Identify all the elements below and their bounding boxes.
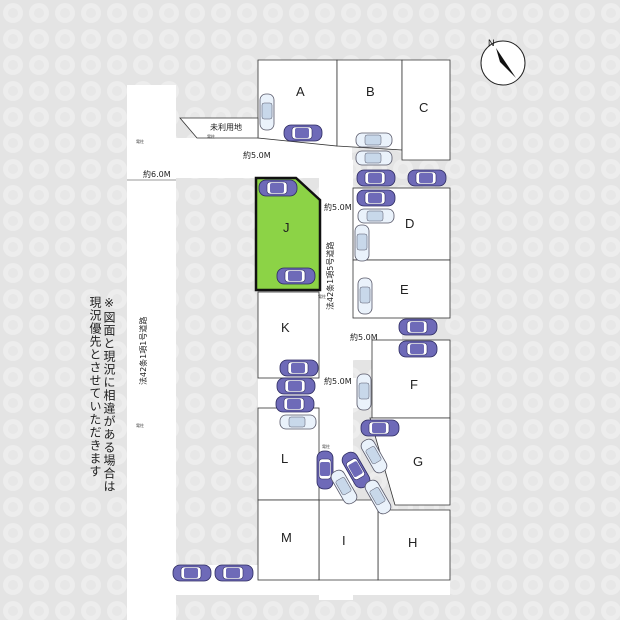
west-road	[127, 85, 176, 620]
disclaimer-line-2: 現況優先とさせていただきます	[88, 296, 102, 478]
lot-label-e: E	[400, 282, 409, 297]
south-road-width: 約5.0M	[324, 376, 352, 386]
inner-road-name: 法42条1項5号道路	[325, 242, 335, 310]
lot-label-k: K	[281, 320, 290, 335]
car-outline-icon	[357, 277, 373, 315]
west-road-name: 法42条1項1号道路	[138, 317, 148, 385]
disclaimer-line-1: ※図面と現況に相違がある場合は	[102, 296, 116, 493]
utility-pole-label: 電柱	[136, 422, 144, 428]
car-icon	[398, 318, 438, 336]
car-icon	[258, 179, 298, 197]
lot-j-highlight[interactable]	[254, 176, 322, 292]
car-icon	[283, 124, 323, 142]
lot-label-d: D	[405, 216, 414, 231]
car-outline-icon	[356, 373, 372, 411]
lot-label-j: J	[283, 220, 290, 235]
car-icon	[316, 450, 334, 490]
utility-pole-label: 電柱	[322, 443, 330, 449]
lot-labels: A B C D E F G H I J K L M	[281, 84, 428, 550]
car-icon	[275, 395, 315, 413]
car-outline-icon	[355, 150, 393, 166]
lot-label-b: B	[366, 84, 375, 99]
east-road-width: 約5.0M	[350, 332, 378, 342]
lot-label-a: A	[296, 84, 305, 99]
car-icon	[407, 169, 447, 187]
unused-land-shape	[179, 117, 259, 139]
lot-label-l: L	[281, 451, 288, 466]
lot-i-shape	[318, 499, 379, 581]
unused-land-label: 未利用地	[210, 122, 242, 132]
car-icon	[214, 564, 254, 582]
lot-label-m: M	[281, 530, 292, 545]
utility-pole-label: 電柱	[136, 138, 144, 144]
car-icon	[276, 267, 316, 285]
car-icon	[398, 340, 438, 358]
car-icon	[172, 564, 212, 582]
car-outline-icon	[355, 132, 393, 148]
lot-g-shape	[369, 417, 451, 506]
main-road-width: 約6.0M	[143, 169, 171, 179]
lot-label-c: C	[419, 100, 428, 115]
car-icon	[276, 377, 316, 395]
lot-label-i: I	[342, 533, 346, 548]
lot-m-shape	[257, 499, 320, 581]
inner-road-width: 約5.0M	[324, 202, 352, 212]
utility-pole-label: 電柱	[318, 293, 326, 299]
utility-pole-label: 電柱	[207, 133, 215, 139]
car-icon	[356, 169, 396, 187]
compass-label: N	[488, 38, 495, 48]
car-icon	[279, 359, 319, 377]
north-compass: N	[480, 38, 526, 86]
car-outline-icon	[354, 224, 370, 262]
disclaimer-note: ※図面と現況に相違がある場合は 現況優先とさせていただきます	[88, 296, 116, 493]
lot-label-g: G	[413, 454, 423, 469]
lot-label-f: F	[410, 377, 418, 392]
compass-arrow-icon	[496, 48, 516, 78]
lot-label-h: H	[408, 535, 417, 550]
car-icon	[360, 419, 400, 437]
car-outline-icon	[357, 208, 395, 224]
car-outline-icon	[259, 93, 275, 131]
lot-c-shape	[401, 59, 451, 161]
road-annotations: 未利用地 約6.0M 約5.0M 約5.0M 約5.0M 約5.0M 法42条1…	[127, 122, 378, 449]
north-road-width: 約5.0M	[243, 150, 271, 160]
car-icon	[356, 189, 396, 207]
car-outline-icon	[279, 414, 317, 430]
